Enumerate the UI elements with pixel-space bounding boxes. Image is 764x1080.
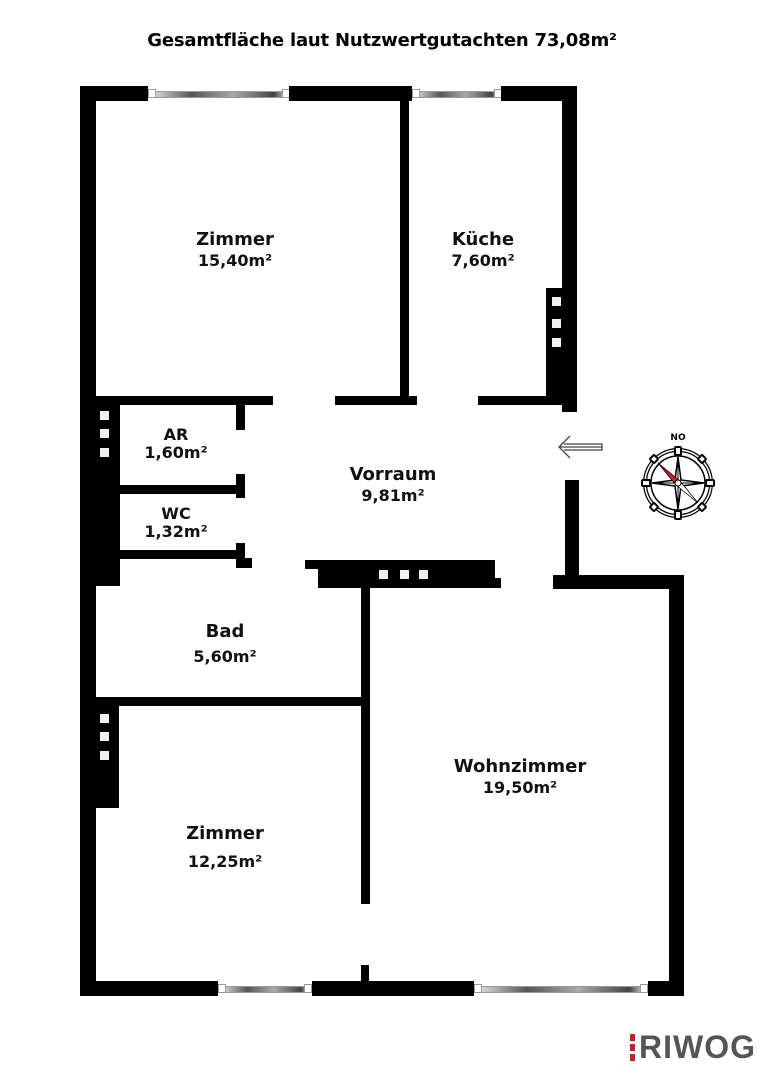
wall [312, 981, 474, 996]
compass-label: NO [670, 433, 686, 443]
wall [80, 697, 370, 706]
room-name: Vorraum [349, 464, 437, 485]
wall [289, 86, 412, 101]
plan-title: Gesamtfläche laut Nutzwertgutachten 73,0… [147, 30, 617, 51]
room-label-wc: WC 1,32m² [144, 504, 208, 542]
vent [100, 411, 109, 420]
wall [648, 981, 684, 996]
room-label-bad: Bad 5,60m² [193, 618, 256, 669]
vent [100, 448, 109, 457]
room-name: Wohnzimmer [453, 756, 587, 777]
wall [236, 543, 245, 558]
vent [100, 714, 109, 723]
window [218, 984, 312, 993]
vent [379, 570, 388, 579]
vent [100, 429, 109, 438]
room-area: 1,32m² [144, 522, 208, 542]
wall [553, 575, 684, 589]
wall [501, 86, 577, 101]
wall [118, 485, 245, 494]
entrance-arrow-icon [556, 434, 604, 460]
room-label-wohnzimmer: Wohnzimmer 19,50m² [454, 755, 586, 799]
room-name: AR [163, 425, 189, 444]
wall [318, 578, 501, 588]
wall [118, 550, 245, 559]
room-name: Zimmer [196, 229, 274, 250]
room-area: 7,60m² [451, 251, 515, 271]
vent [100, 732, 109, 741]
wall [335, 396, 417, 405]
window [412, 89, 502, 98]
room-label-ar: AR 1,60m² [144, 425, 208, 463]
wall [565, 480, 579, 582]
window [474, 984, 648, 993]
logo-accent-icon [630, 1034, 636, 1061]
room-name: WC [161, 504, 191, 523]
riwog-logo: RIWOG [630, 1029, 756, 1066]
room-label-zimmer-2: Zimmer 12,25m² [186, 820, 264, 874]
vent [419, 570, 428, 579]
room-area: 1,60m² [144, 443, 208, 463]
room-area: 19,50m² [482, 778, 558, 798]
wall [80, 981, 218, 996]
vent [552, 297, 561, 306]
room-name: Küche [451, 229, 515, 250]
room-area: 9,81m² [361, 486, 425, 506]
room-name: Zimmer [186, 823, 264, 844]
room-name: Bad [205, 621, 245, 642]
wall [236, 558, 252, 568]
vent [552, 319, 561, 328]
vent [400, 570, 409, 579]
wall [478, 396, 568, 405]
wall [236, 474, 245, 498]
wall [361, 965, 369, 981]
room-label-kueche: Küche 7,60m² [451, 228, 514, 272]
wall [361, 586, 370, 904]
room-area: 15,40m² [197, 251, 273, 271]
room-label-vorraum: Vorraum 9,81m² [350, 463, 437, 507]
wall [96, 558, 110, 586]
chimney [80, 705, 119, 808]
room-area: 5,60m² [193, 647, 257, 666]
logo-text: RIWOG [639, 1029, 756, 1065]
wall [669, 575, 684, 996]
vent [552, 338, 561, 347]
wall [236, 403, 245, 430]
room-area: 12,25m² [187, 851, 263, 871]
wall [80, 86, 148, 101]
vent [100, 751, 109, 760]
compass-icon: NO [638, 433, 718, 520]
wall [400, 86, 409, 404]
window [148, 89, 290, 98]
room-label-zimmer-1: Zimmer 15,40m² [196, 228, 274, 272]
wall [80, 396, 273, 405]
